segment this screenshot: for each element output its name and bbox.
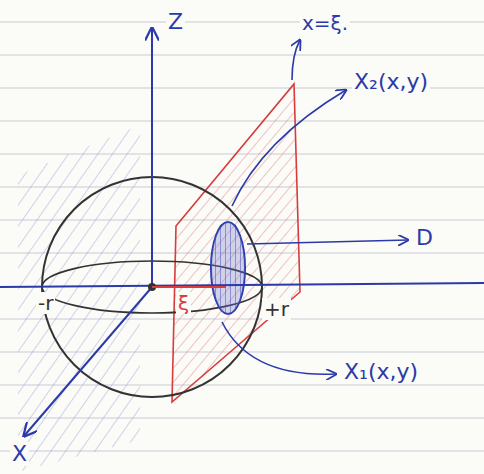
axis-label: +r — [262, 298, 291, 320]
axis-label: -r — [36, 292, 55, 314]
y-axis — [0, 283, 484, 287]
axis-label: X₂(x,y) — [352, 70, 430, 94]
yz-plane-hatch — [18, 125, 140, 472]
axis-label: X — [10, 442, 29, 466]
region-d-fill — [211, 222, 245, 314]
region-d — [211, 222, 245, 314]
axis-label: ξ — [176, 292, 191, 314]
axis-label: X₁(x,y) — [342, 360, 420, 384]
axis-label: Z — [166, 10, 185, 34]
axis-label: D — [414, 226, 435, 250]
xi-segment — [152, 286, 226, 288]
x-axis — [24, 287, 152, 436]
z-axis — [151, 28, 153, 287]
axis-label: x=ξ. — [300, 12, 350, 34]
